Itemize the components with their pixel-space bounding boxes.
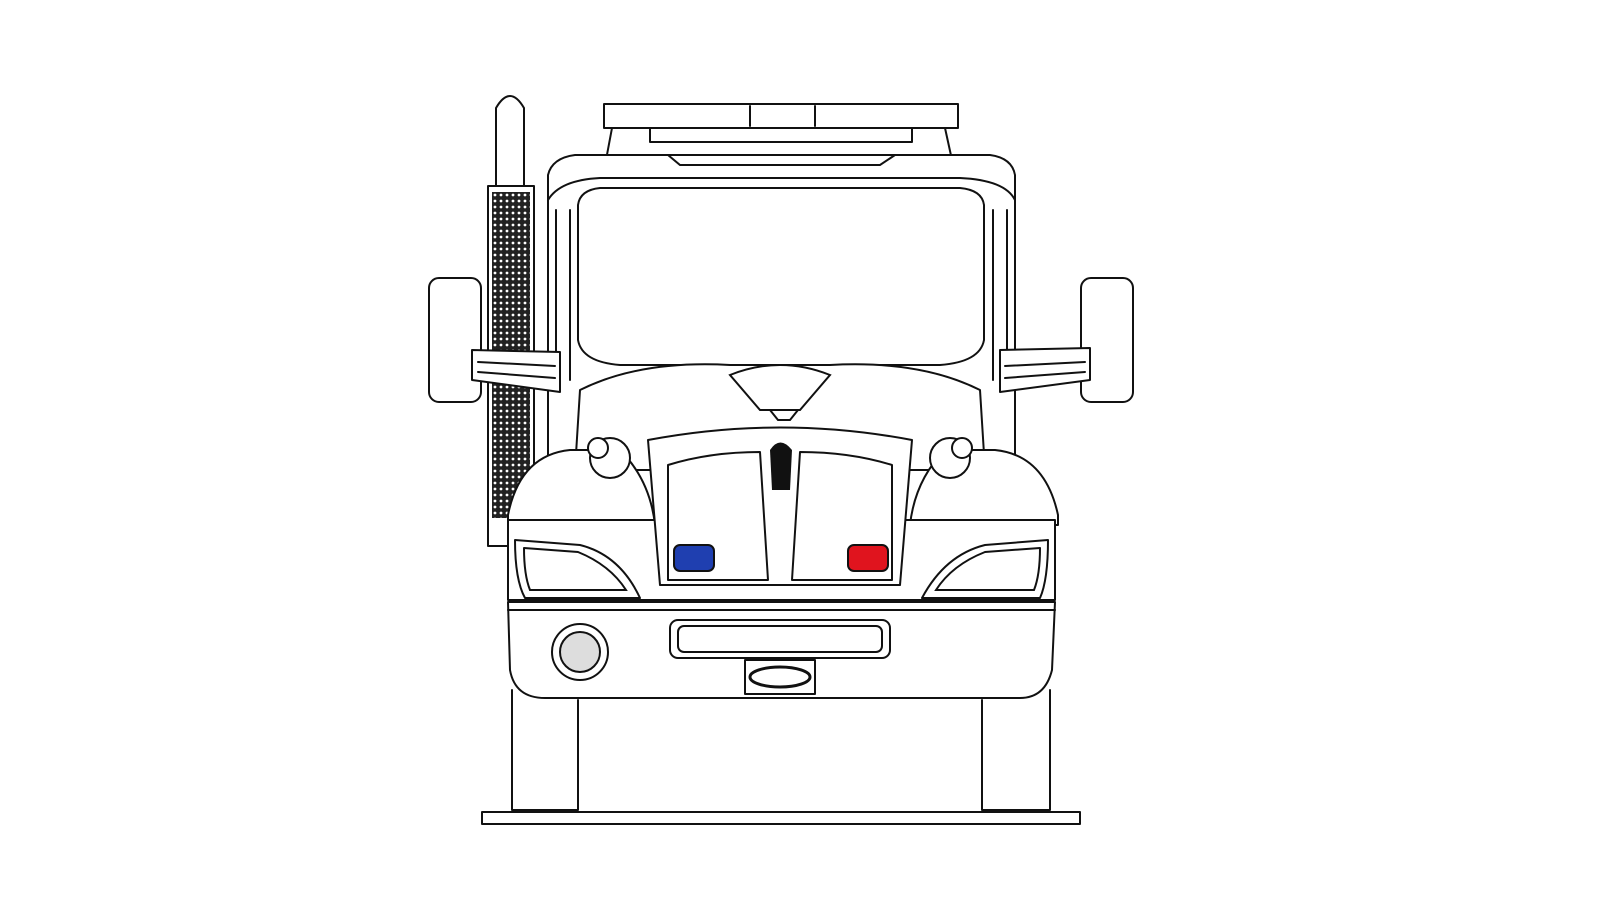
right-tire xyxy=(981,689,1051,811)
left-mirror-arm xyxy=(471,349,561,393)
ground-base xyxy=(481,811,1081,825)
left-tire xyxy=(511,689,579,811)
license-plate xyxy=(744,659,816,695)
right-mirror xyxy=(1080,277,1134,403)
right-headlight xyxy=(921,539,1049,599)
left-headlight xyxy=(514,539,641,599)
hood-ornament xyxy=(770,442,792,490)
bumper-vent xyxy=(669,619,891,659)
left-warning-light xyxy=(673,544,715,572)
right-mirror-arm xyxy=(999,347,1091,393)
windshield xyxy=(577,187,985,366)
left-mirror xyxy=(428,277,482,403)
roof-light-bar xyxy=(603,103,959,161)
right-warning-light xyxy=(847,544,889,572)
